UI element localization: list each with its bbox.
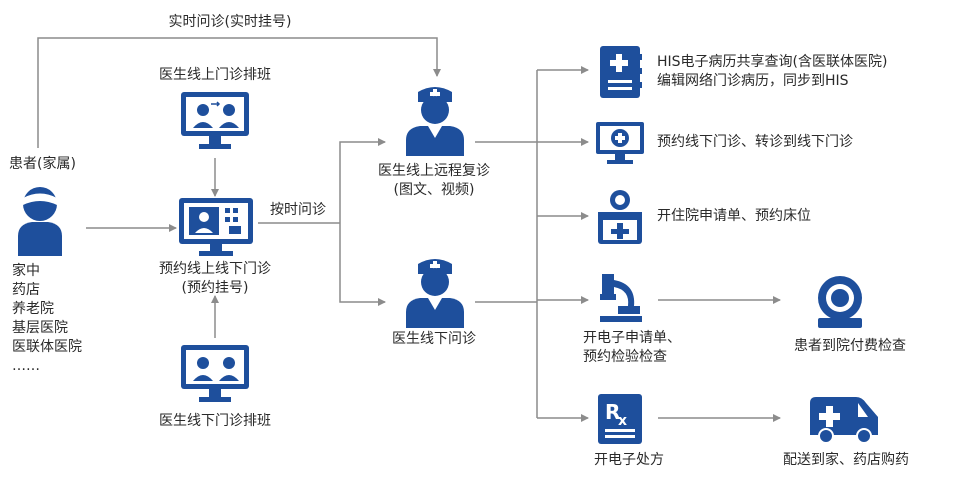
exam-label: 开电子申请单、 预约检验检查 xyxy=(583,329,681,367)
prescription-icon: R x xyxy=(598,394,642,444)
his-label: HIS电子病历共享查询(含医联体医院) 编辑网络门诊病历，同步到HIS xyxy=(657,53,887,91)
to-offline-consult-line xyxy=(339,223,386,306)
ambulance-icon xyxy=(810,397,878,444)
medical-record-icon xyxy=(600,46,642,98)
inpatient-label: 开住院申请单、预约床位 xyxy=(657,208,811,224)
his-line2: 编辑网络门诊病历，同步到HIS xyxy=(657,73,849,89)
booking-line1: 预约线上线下门诊 xyxy=(159,261,271,277)
to-online-followup-line xyxy=(339,138,386,223)
referral-label: 预约线下门诊、转诊到线下门诊 xyxy=(657,134,853,150)
exam-line2: 预约检验检查 xyxy=(583,349,667,365)
hospital-bed-icon xyxy=(598,190,642,244)
online-schedule-monitor-icon xyxy=(181,92,249,149)
ct-scanner-icon xyxy=(818,276,862,328)
prescription-result-label: 配送到家、药店购药 xyxy=(783,452,909,468)
offline-schedule-monitor-icon xyxy=(181,345,249,402)
offline-doctor-icon xyxy=(406,259,464,328)
booking-line2: (预约挂号) xyxy=(181,280,249,296)
realtime-label: 实时问诊(实时挂号) xyxy=(168,14,292,30)
location-item: 养老院 xyxy=(12,301,54,317)
booking-monitor-icon xyxy=(179,198,253,256)
booking-label: 预约线上线下门诊 (预约挂号) xyxy=(159,260,271,298)
patient-locations: 家中 药店 养老院 基层医院 医联体医院 …… xyxy=(12,262,82,376)
location-item: 家中 xyxy=(12,263,40,279)
svg-text:x: x xyxy=(618,413,627,429)
online-doctor-icon xyxy=(406,87,464,156)
realtime-line xyxy=(37,37,441,148)
location-item: 基层医院 xyxy=(12,320,68,336)
exam-line1: 开电子申请单、 xyxy=(583,330,681,346)
location-item: 药店 xyxy=(12,282,40,298)
online-schedule-label: 医生线上门诊排班 xyxy=(159,67,271,83)
prescription-label: 开电子处方 xyxy=(594,452,664,468)
referral-monitor-icon xyxy=(596,122,644,164)
svg-text:R: R xyxy=(605,400,620,424)
patient-icon xyxy=(18,187,62,256)
online-followup-label: 医生线上远程复诊 (图文、视频) xyxy=(378,162,490,200)
offline-consult-label: 医生线下问诊 xyxy=(392,331,476,347)
patient-title: 患者(家属) xyxy=(9,156,76,172)
his-line1: HIS电子病历共享查询(含医联体医院) xyxy=(657,54,888,70)
location-item: 医联体医院 xyxy=(12,339,82,355)
offline-schedule-label: 医生线下门诊排班 xyxy=(159,413,271,429)
location-item: …… xyxy=(12,358,40,374)
online-followup-line1: 医生线上远程复诊 xyxy=(378,163,490,179)
online-followup-line2: (图文、视频) xyxy=(393,182,475,198)
scheduled-label: 按时问诊 xyxy=(270,202,326,218)
exam-result-label: 患者到院付费检查 xyxy=(794,338,906,354)
microscope-icon xyxy=(600,274,642,322)
